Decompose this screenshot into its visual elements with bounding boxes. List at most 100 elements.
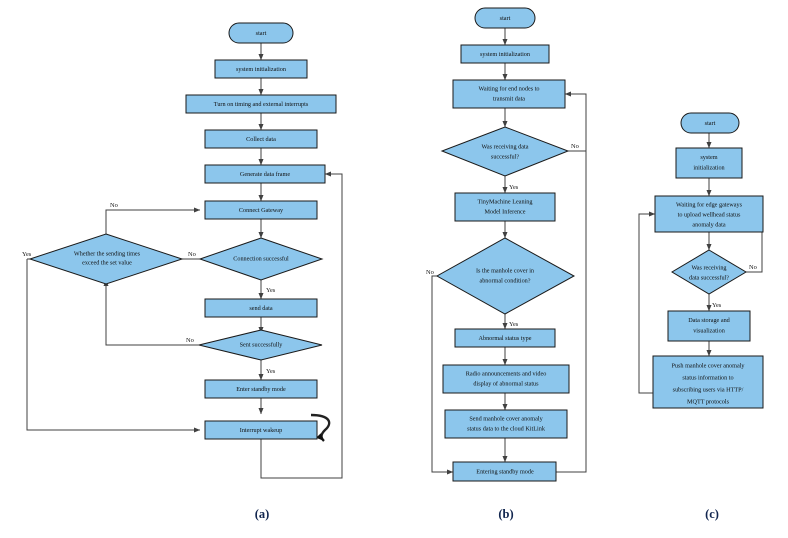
edge-label-b-yes-recv: Yes (509, 184, 519, 191)
panel-a: start system initialization Turn on timi… (22, 22, 343, 521)
panel-c: start system initialization Waiting for … (638, 112, 764, 521)
node-b-tinyml-label-2: Model Inference (484, 208, 525, 215)
interrupt-curve-icon (310, 413, 331, 442)
node-a-connect[interactable]: Connect Gateway (204, 200, 318, 220)
node-a-sentok[interactable]: Sent successfully (198, 329, 323, 361)
node-c-recvok[interactable]: Was receiving data successful? (671, 249, 747, 295)
edge-label-a-yes-conn: Yes (266, 287, 276, 294)
node-b-radio-label-2: display of abnormal status (473, 380, 539, 387)
node-c-storage-label-1: Data storage and (688, 317, 730, 324)
panel-b-edge-labels: No Yes No Yes (426, 143, 579, 328)
node-c-push[interactable]: Push manhole cover anomaly status inform… (652, 355, 764, 409)
node-b-recvok-label-2: successful? (491, 153, 519, 160)
node-b-waiting-label-1: Waiting for end nodes to (478, 85, 539, 92)
node-c-recvok-label-1: Was receiving (691, 264, 726, 271)
panel-b-nodes: start system initialization Waiting for … (435, 7, 576, 482)
node-a-senddata-label: send data (249, 305, 272, 312)
panel-c-connectors (638, 133, 763, 394)
node-c-waiting-label-2: to upload wellhead status (678, 211, 741, 218)
edge-label-a-no-connect: No (110, 202, 118, 209)
node-a-start-label: start (256, 30, 267, 37)
node-b-start-label: start (500, 15, 511, 22)
panel-a-nodes: start system initialization Turn on timi… (28, 22, 337, 440)
node-b-radio-label-1: Radio announcements and video (466, 370, 547, 377)
node-b-standby-label: Entering standby mode (476, 468, 534, 475)
caption-a: (a) (255, 507, 270, 521)
edge-label-a-yes-exceed: Yes (22, 251, 32, 258)
node-b-waiting[interactable]: Waiting for end nodes to transmit data (452, 79, 566, 109)
node-b-tinyml[interactable]: TinyMachine Leaning Model Inference (454, 192, 556, 222)
node-c-waiting-label-1: Waiting for edge gateways (676, 201, 743, 208)
node-c-waiting-label-3: anomaly data (692, 221, 725, 228)
panel-b: start system initialization Waiting for … (426, 7, 587, 521)
edge-label-c-yes-recv: Yes (712, 302, 722, 309)
node-b-abnormalq[interactable]: Is the manhole cover in abnormal conditi… (435, 237, 576, 315)
node-b-sendcloud[interactable]: Send manhole cover anomaly status data t… (444, 409, 568, 439)
node-a-turnon[interactable]: Turn on timing and external interrupts (185, 94, 337, 114)
edge-label-a-no-conn: No (188, 251, 196, 258)
node-a-standby-label: Enter standby mode (236, 386, 286, 393)
edge-label-a-no-sent: No (186, 337, 194, 344)
panel-c-nodes: start system initialization Waiting for … (652, 112, 764, 409)
edge-b-abnormal-no (431, 275, 454, 475)
node-a-connect-label: Connect Gateway (239, 207, 284, 214)
node-b-standby[interactable]: Entering standby mode (452, 461, 557, 482)
node-c-waiting[interactable]: Waiting for edge gateways to upload well… (654, 195, 764, 233)
node-a-exceed-label-1: Whether the sending times (74, 250, 141, 257)
panel-c-edge-labels: No Yes (712, 264, 757, 309)
node-b-recvok-label-1: Was receiving data (482, 143, 529, 150)
node-b-radio[interactable]: Radio announcements and video display of… (442, 364, 570, 394)
node-a-wakeup-label: Interrupt wakeup (240, 427, 282, 434)
node-b-sendcloud-label-1: Send manhole cover anomaly (469, 415, 543, 422)
node-a-senddata[interactable]: send data (204, 298, 318, 318)
edge-label-a-yes-sent: Yes (266, 368, 276, 375)
edge-b-standby-loop (556, 94, 587, 473)
node-a-sysinit[interactable]: system initialization (214, 59, 308, 79)
node-b-start[interactable]: start (474, 7, 536, 29)
node-c-sysinit[interactable]: system initialization (675, 147, 743, 179)
node-b-recvok[interactable]: Was receiving data successful? (440, 126, 570, 177)
node-b-abtype[interactable]: Abnormal status type (454, 328, 556, 348)
node-a-wakeup[interactable]: Interrupt wakeup (204, 420, 318, 440)
node-a-sysinit-label: system initialization (236, 66, 286, 73)
node-c-start-label: start (705, 120, 716, 127)
node-b-tinyml-label-1: TinyMachine Leaning (478, 198, 533, 205)
node-c-push-label-1: Push manhole cover anomaly (671, 362, 745, 369)
node-a-connok[interactable]: Connection successful (198, 237, 324, 281)
node-c-start[interactable]: start (680, 112, 740, 134)
node-a-connok-label: Connection successful (233, 255, 289, 262)
edge-exceed-no-connect (105, 207, 201, 238)
node-b-sysinit-label: system initialization (480, 51, 530, 58)
node-c-recvok-label-2: data successful? (689, 274, 729, 281)
node-a-start[interactable]: start (228, 22, 294, 44)
edge-label-b-no-abnormal: No (426, 269, 434, 276)
node-c-push-label-2: status information to (682, 374, 733, 381)
panel-a-edge-labels: No No Yes Yes No Yes (22, 202, 276, 375)
node-a-genframe[interactable]: Generate data frame (204, 164, 326, 184)
node-a-genframe-label: Generate data frame (240, 171, 290, 178)
node-b-sysinit[interactable]: system initialization (460, 44, 550, 64)
node-b-waiting-label-2: transmit data (493, 95, 525, 102)
panel-b-connectors (431, 28, 587, 475)
node-a-exceed[interactable]: Whether the sending times exceed the set… (28, 233, 184, 285)
node-c-storage-label-2: visualization (693, 327, 725, 334)
node-a-exceed-label-2: exceed the set value (82, 259, 132, 266)
edge-label-b-yes-abnormal: Yes (509, 321, 519, 328)
edge-exceed-yes-wakeup (26, 259, 201, 433)
node-a-collect[interactable]: Collect data (204, 129, 318, 149)
node-a-turnon-label: Turn on timing and external interrupts (214, 101, 309, 108)
node-c-push-label-4: MQTT protocols (687, 398, 730, 405)
node-c-sysinit-label-1: system (700, 154, 717, 161)
edge-wakeup-genframe (260, 171, 343, 479)
node-a-collect-label: Collect data (246, 136, 276, 143)
edge-label-c-no-recv: No (749, 264, 757, 271)
node-b-abnormalq-label-1: Is the manhole cover in (476, 267, 534, 274)
node-a-sentok-label: Sent successfully (240, 341, 284, 348)
node-a-standby[interactable]: Enter standby mode (204, 379, 318, 399)
caption-b: (b) (498, 507, 513, 521)
node-c-storage[interactable]: Data storage and visualization (667, 310, 751, 342)
edge-label-b-no-recv: No (571, 143, 579, 150)
caption-c: (c) (705, 507, 719, 521)
